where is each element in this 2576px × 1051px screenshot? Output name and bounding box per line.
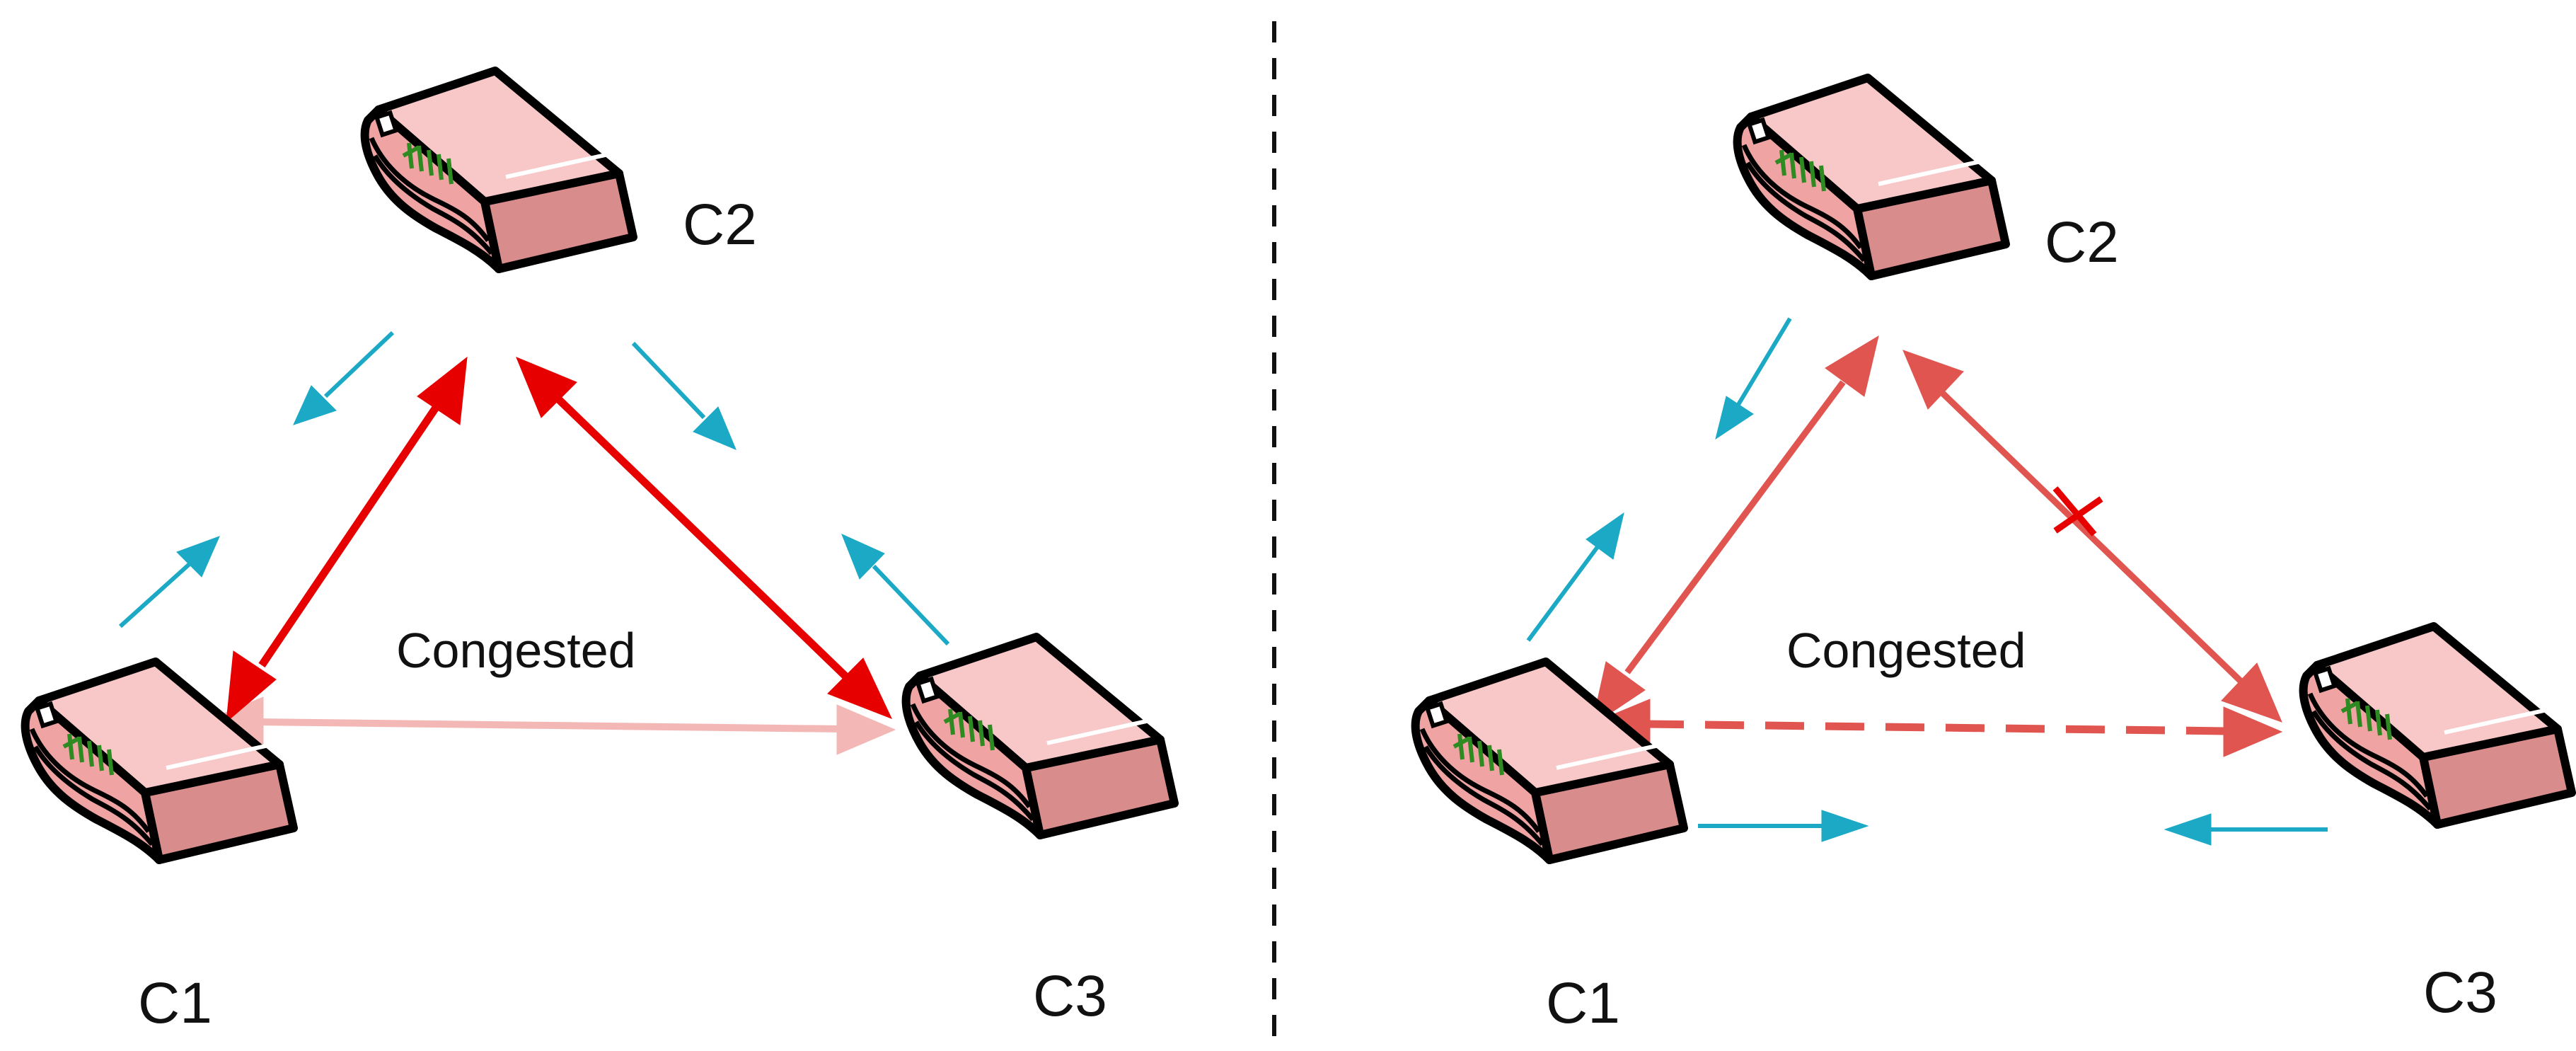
switch-c1-icon <box>1416 662 1684 860</box>
flow-arrow-left-2 <box>118 536 220 628</box>
flow-arrow-left-1 <box>293 331 395 425</box>
flow-arrow-right-3 <box>1698 810 1869 842</box>
node-label-c3: C3 <box>2423 960 2497 1025</box>
congested-label-left: Congested <box>396 623 636 678</box>
flow-arrow-left-3 <box>631 341 737 450</box>
left-panel: C1 C2 C3 Congested <box>25 71 1174 1035</box>
node-label-c2: C2 <box>2045 210 2119 275</box>
node-label-c1: C1 <box>138 971 212 1035</box>
link-c1-c3-dashed <box>1590 699 2283 757</box>
flow-arrow-left-4 <box>841 534 950 646</box>
switch-c2-icon <box>365 71 633 269</box>
switch-c2-icon <box>1738 78 2006 276</box>
node-label-c1: C1 <box>1546 971 1620 1035</box>
link-c2-c3-failed <box>1902 350 2282 723</box>
flow-arrow-right-2 <box>1526 512 1624 642</box>
node-label-c2: C2 <box>683 193 757 257</box>
node-label-c3: C3 <box>1033 964 1107 1028</box>
right-panel: C1 C2 C3 Congested <box>1416 78 2572 1035</box>
link-failure-x-icon <box>2052 486 2103 536</box>
flow-arrow-right-1 <box>1715 317 1792 440</box>
flow-arrow-right-4 <box>2164 813 2328 846</box>
link-c1-c2 <box>226 356 468 723</box>
switch-c3-icon <box>2304 626 2572 825</box>
link-c2-c3 <box>516 357 892 719</box>
link-c1-c3-congested <box>204 696 896 755</box>
congested-label-right: Congested <box>1786 623 2026 678</box>
switch-c3-icon <box>906 637 1174 835</box>
